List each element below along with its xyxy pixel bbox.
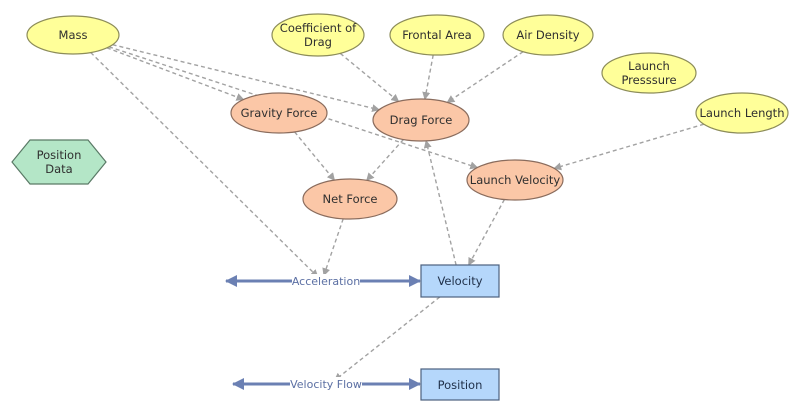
stock-velocity-label: Velocity: [437, 274, 482, 288]
node-launch-velocity[interactable]: Launch Velocity: [466, 159, 564, 201]
link-mass-to-gravity-force: [106, 47, 245, 101]
dependency-links: [90, 44, 705, 381]
stock-position[interactable]: Position: [420, 368, 500, 401]
stock-velocity[interactable]: Velocity: [420, 264, 500, 298]
node-launch-pressure-label-line-2: Presssure: [621, 73, 676, 87]
node-gravity-force-label: Gravity Force: [241, 106, 318, 120]
node-launch-length-label: Launch Length: [700, 106, 785, 120]
link-frontal-area-to-drag-force: [422, 54, 434, 101]
node-launch-length[interactable]: Launch Length: [695, 92, 789, 134]
link-drag-force-to-net-force: [366, 139, 404, 182]
node-position-data[interactable]: Position Data: [11, 139, 107, 185]
node-frontal-area[interactable]: Frontal Area: [389, 14, 485, 56]
node-gravity-force[interactable]: Gravity Force: [230, 92, 328, 134]
link-velocity-to-velocity-flow: [333, 296, 441, 381]
node-mass-label: Mass: [59, 28, 88, 42]
node-air-density[interactable]: Air Density: [502, 14, 594, 56]
node-position-data-label-line-1: Position: [37, 148, 82, 162]
node-launch-velocity-label: Launch Velocity: [470, 173, 561, 187]
node-launch-pressure-label-line-1: Launch: [628, 59, 670, 73]
node-coefficient-of-drag-label-line-2: Drag: [304, 35, 332, 49]
link-mass-to-launch-velocity: [108, 46, 479, 170]
node-air-density-label: Air Density: [516, 28, 579, 42]
link-velocity-to-drag-force: [423, 139, 457, 266]
stock-position-label: Position: [438, 378, 483, 392]
node-mass[interactable]: Mass: [26, 15, 120, 55]
node-net-force[interactable]: Net Force: [302, 178, 398, 220]
node-coefficient-of-drag[interactable]: Coefficient of Drag: [271, 13, 365, 57]
node-launch-pressure[interactable]: Launch Presssure: [601, 52, 697, 94]
flow-velocity-flow[interactable]: Velocity Flow: [290, 377, 362, 392]
flow-pipes: [225, 275, 421, 390]
link-air-density-to-drag-force: [446, 51, 524, 103]
link-launch-length-to-launch-velocity: [553, 123, 705, 171]
link-gravity-force-to-net-force: [294, 131, 336, 181]
flow-velocity-flow-label: Velocity Flow: [290, 378, 362, 391]
diagram-nodes: Mass Coefficient of Drag Frontal Area Ai…: [11, 13, 789, 401]
flow-acceleration[interactable]: Acceleration: [292, 274, 360, 289]
link-mass-to-drag-force: [112, 44, 381, 113]
node-drag-force[interactable]: Drag Force: [372, 98, 470, 142]
node-position-data-label-line-2: Data: [45, 162, 72, 176]
node-net-force-label: Net Force: [323, 192, 378, 206]
node-coefficient-of-drag-label-line-1: Coefficient of: [280, 21, 357, 35]
flow-acceleration-label: Acceleration: [292, 275, 360, 288]
link-launch-velocity-to-velocity: [468, 199, 506, 266]
node-frontal-area-label: Frontal Area: [402, 28, 471, 42]
node-drag-force-label: Drag Force: [390, 113, 453, 127]
link-coefficient-of-drag-to-drag-force: [339, 52, 400, 103]
link-net-force-to-acceleration: [322, 218, 344, 277]
